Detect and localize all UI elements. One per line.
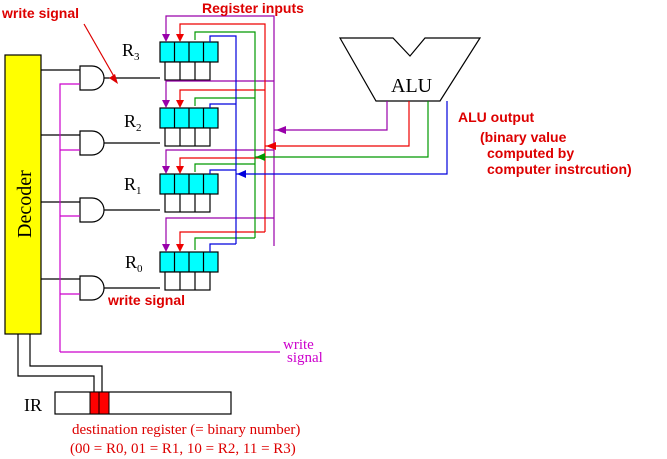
alu-label: ALU [391, 75, 433, 97]
alu-output-label: ALU output [458, 109, 535, 125]
purple-bus [165, 15, 388, 250]
alu-output-note-2: computed by [487, 145, 574, 161]
green-bus [194, 31, 429, 250]
decoder-label: Decoder [14, 170, 36, 238]
write-signal-pink-label-2: signal [287, 350, 323, 366]
purple-arrows [162, 34, 286, 252]
green-arrows [256, 153, 265, 161]
register-r2 [159, 107, 219, 147]
and-gate-r2 [79, 130, 105, 156]
decoder-ir-wires [17, 334, 103, 392]
write-signal-pink-label-1: write [283, 337, 314, 353]
write-signal-top-label: write signal [1, 5, 79, 21]
alu-output-note-1: (binary value [480, 129, 567, 145]
register-label-r0: R0 [125, 252, 143, 275]
register-r1 [159, 173, 219, 213]
register-r3 [159, 41, 219, 81]
and-gate-r3 [79, 65, 105, 91]
register-r0 [159, 251, 219, 291]
register-inputs-label: Register inputs [202, 0, 304, 16]
dest-register-label-1: destination register (= binary number) [72, 422, 300, 438]
register-label-r1: R1 [124, 174, 142, 197]
register-label-r2: R2 [124, 111, 142, 134]
and-gate-r0 [79, 275, 105, 301]
decoder-block [4, 54, 42, 335]
write-signal-bottom-label: write signal [107, 292, 185, 308]
ir-register [54, 391, 232, 415]
ir-dest-bit-0 [98, 391, 110, 415]
and-gate-r1 [79, 197, 105, 223]
write-signal-wire [59, 83, 280, 353]
alu-output-note-3: computer instrcution) [487, 161, 632, 177]
ir-dest-bit-1 [89, 391, 100, 415]
dest-register-label-2: (00 = R0, 01 = R1, 10 = R2, 11 = R3) [70, 441, 296, 457]
red-arrows [176, 34, 276, 252]
write-signal-pointer [83, 23, 118, 84]
ir-label: IR [24, 395, 42, 415]
blue-bus [209, 35, 448, 252]
blue-arrows [237, 170, 246, 178]
register-label-r3: R3 [122, 40, 140, 63]
